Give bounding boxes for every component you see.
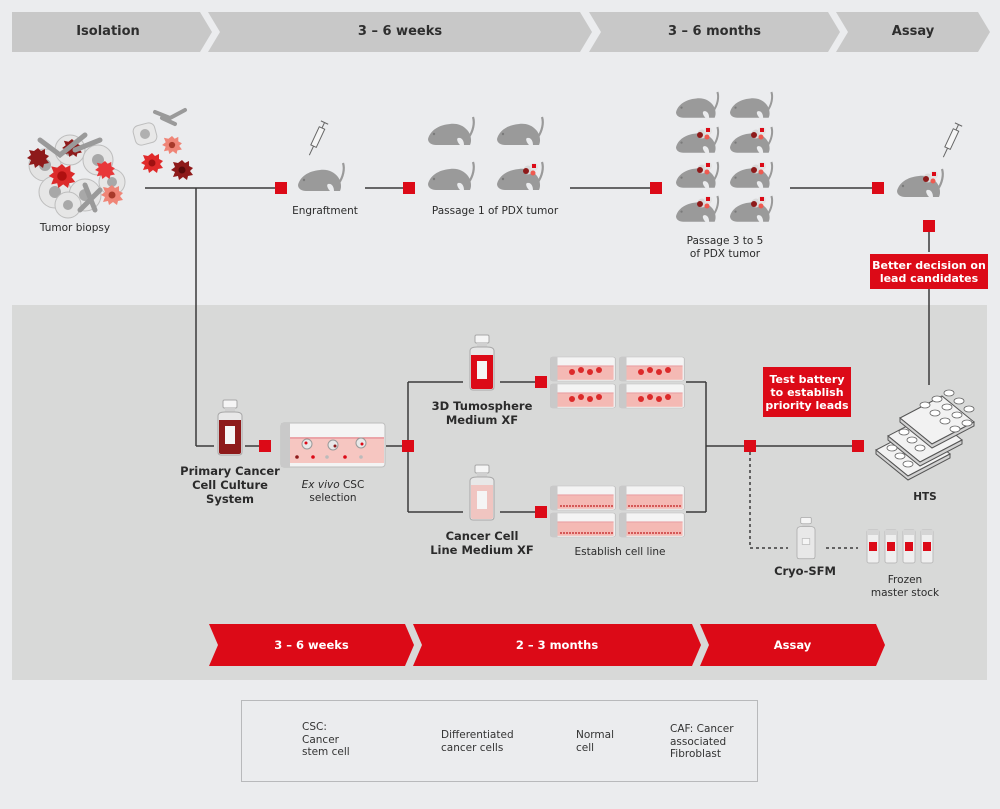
cryo-dotted-lines [749,452,858,549]
red-chevron-assay [700,624,885,666]
top-timeline [12,12,990,52]
passage-3-5-line1: Passage 3 to 5 [686,235,764,247]
better-decision-line2: lead candidates [879,271,979,285]
legend-differentiated-label: Differentiated cancer cells [441,729,514,754]
legend [241,700,758,782]
chevron-3-6-months [589,12,840,52]
tumosphere-line1: 3D Tumosphere [431,399,533,413]
legend-normal-line1: Normal [576,729,614,741]
in-vivo-flow-lines [145,187,930,447]
cell-line-medium-line1: Cancer Cell [445,529,519,543]
red-timeline-label-3-6-weeks: 3 – 6 weeks [274,638,349,652]
frozen-stock-tubes-icon [866,529,934,564]
cell-line-medium-line2: Line Medium XF [430,543,534,557]
better-decision-box: Better decision on lead candidates [870,254,988,289]
engraftment-label: Engraftment [292,205,358,217]
chevron-isolation [12,12,212,52]
legend-csc-line1: CSC: [302,721,327,733]
test-battery-line1: Test battery [769,372,845,386]
legend-normal-line2: cell [576,741,595,754]
tumosphere-flasks-icon [550,356,685,409]
passage-1-label: Passage 1 of PDX tumor [431,205,559,217]
ex-vivo-italic: Ex vivo [301,479,340,491]
red-timeline-label-2-3-months: 2 – 3 months [515,638,599,652]
tumosphere-bottle-icon [469,334,495,391]
test-battery-line3: priority leads [765,398,849,412]
tumor-biopsy-icon [27,132,126,219]
primary-culture-line2: Cell Culture [192,478,268,492]
cryo-sfm-label: Cryo-SFM [774,564,836,578]
bottom-timeline [209,624,885,666]
legend-csc-line3: stem cell [302,746,350,758]
legend-csc-label: CSC: Cancer stem cell [302,721,350,759]
syringe-icon [308,120,329,156]
cell-line-flasks-icon [550,485,685,538]
hts-label: HTS [913,491,937,503]
cell-line-medium-label: Cancer Cell Line Medium XF [427,529,537,557]
hts-plates-icon [875,389,975,481]
red-chevron-3-6-weeks [209,624,414,666]
cryo-vial-icon [796,517,816,560]
test-battery-box: Test battery to establish priority leads [763,367,851,417]
timeline-label-3-6-months: 3 – 6 months [667,24,762,39]
tumosphere-label: 3D Tumosphere Medium XF [427,399,537,427]
assay-syringe-icon [942,122,963,158]
primary-culture-line1: Primary Cancer [180,464,280,478]
timeline-label-assay: Assay [891,24,935,39]
primary-culture-label: Primary Cancer Cell Culture System [170,464,290,506]
cell-line-medium-bottle-icon [469,464,495,521]
ex-vivo-flask-icon [280,422,386,468]
legend-caf-label: CAF: Cancer associated Fibroblast [670,723,734,761]
assay-mouse-icon [895,167,944,199]
legend-csc-line2: Cancer [302,733,339,746]
legend-caf-line3: Fibroblast [670,748,721,760]
better-decision-line1: Better decision on [872,258,986,272]
primary-culture-line3: System [206,492,254,506]
red-chevron-2-3-months [413,624,701,666]
step-markers-top [275,182,935,232]
test-battery-line2: to establish [770,385,844,399]
ex-vivo-line2: selection [309,492,357,504]
tumosphere-line2: Medium XF [445,413,519,427]
red-timeline-label-assay: Assay [773,638,812,652]
establish-cell-line-label: Establish cell line [574,546,666,558]
chevron-assay [836,12,990,52]
legend-caf-line2: associated [670,735,727,748]
passage-1-mice-icon [426,115,544,192]
engraftment-mouse-icon [296,161,345,193]
passage-3-5-label: Passage 3 to 5 of PDX tumor [665,235,785,261]
step-markers-in-vitro [259,376,864,518]
legend-caf-line1: CAF: Cancer [670,723,734,735]
frozen-stock-line1: Frozen [887,574,923,586]
ex-vivo-label: Ex vivo CSC selection [283,479,383,505]
dissociated-cells-icon [132,108,193,180]
legend-differentiated-line1: Differentiated [441,729,514,741]
frozen-stock-line2: master stock [870,587,940,599]
chevron-3-6-weeks [208,12,592,52]
primary-culture-bottle-icon [217,399,243,456]
legend-differentiated-line2: cancer cells [441,741,504,754]
timeline-label-3-6-weeks: 3 – 6 weeks [357,24,443,39]
frozen-stock-label: Frozen master stock [860,574,950,600]
legend-normal-label: Normal cell [576,729,614,754]
tumor-biopsy-label: Tumor biopsy [39,222,111,234]
passage-3-5-mice-icon [674,90,774,223]
in-vitro-panel [12,305,987,680]
passage-3-5-line2: of PDX tumor [689,248,761,260]
ex-vivo-rest: CSC [339,479,365,491]
timeline-label-isolation: Isolation [76,24,140,39]
